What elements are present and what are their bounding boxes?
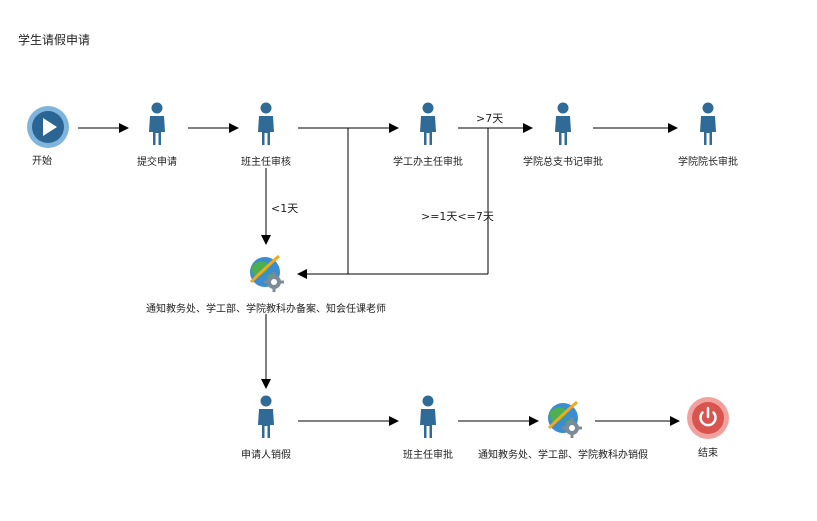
label-applicant-cancel: 申请人销假 (241, 450, 291, 461)
label-headteacher-approve: 班主任审批 (403, 450, 453, 461)
service-globe-icon-2 (546, 400, 584, 440)
person-icon-secretary (555, 102, 571, 145)
diagram-title: 学生请假申请 (18, 33, 91, 47)
label-submit: 提交申请 (137, 157, 177, 168)
power-icon (699, 411, 717, 427)
person-icon-headteacher (420, 395, 436, 438)
label-dean: 学院院长审批 (678, 157, 738, 168)
label-office-director: 学工办主任审批 (393, 157, 463, 168)
service-globe-icon (248, 254, 286, 294)
edge-label-lt1: <1天 (271, 202, 299, 215)
label-party-secretary: 学院总支书记审批 (523, 157, 603, 168)
label-end: 结束 (698, 448, 718, 459)
start-node (27, 106, 69, 148)
play-icon (43, 118, 57, 136)
label-notify-record: 通知教务处、学工部、学院教科办备案、知会任课老师 (146, 304, 386, 315)
person-icon-director (420, 102, 436, 145)
edge-label-gt7: >7天 (476, 112, 504, 125)
edge-label-between: >=1天<=7天 (421, 210, 494, 223)
label-notify-cancel: 通知教务处、学工部、学院教科办销假 (478, 450, 648, 461)
label-start: 开始 (32, 156, 52, 167)
person-icon-submit (149, 102, 165, 145)
flow-edges (78, 123, 680, 426)
person-icon-applicant (258, 395, 274, 438)
end-node (687, 397, 729, 439)
person-icon-dean (700, 102, 716, 145)
person-icon-review (258, 102, 274, 145)
label-headteacher-review: 班主任审核 (241, 157, 291, 168)
